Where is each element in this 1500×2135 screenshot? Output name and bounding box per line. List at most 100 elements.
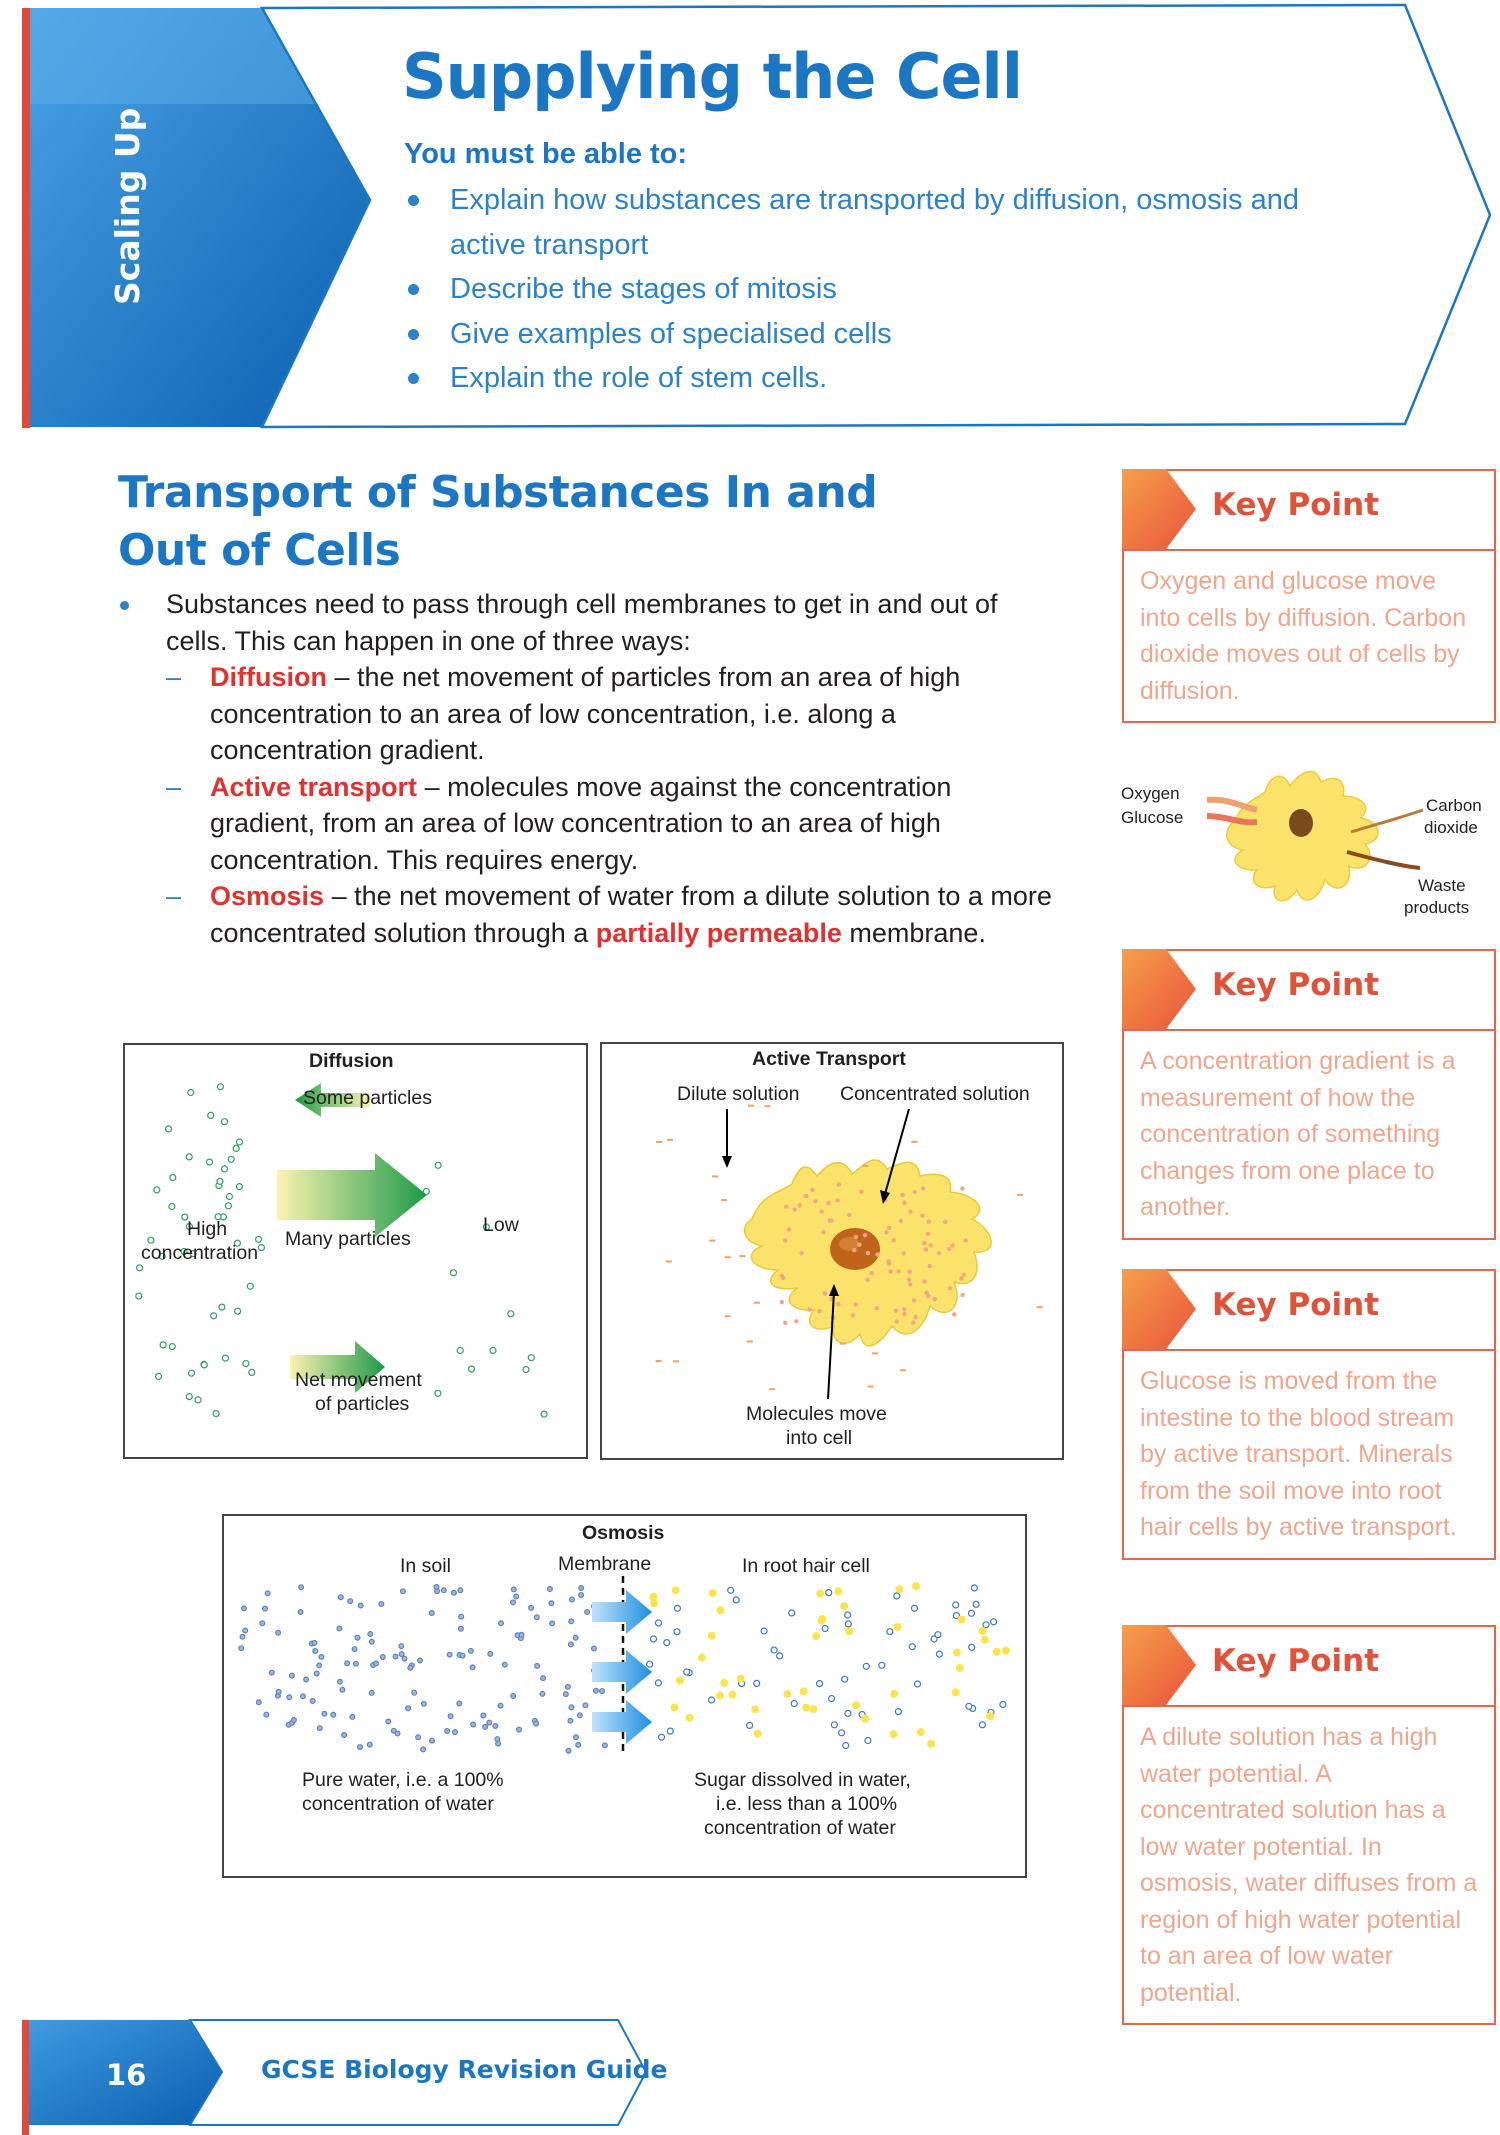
sugar-dot xyxy=(708,1589,717,1598)
water-dot xyxy=(428,1609,435,1616)
must-label: You must be able to: xyxy=(404,138,688,170)
pure-water-label: Pure water, i.e. a 100% xyxy=(302,1769,504,1791)
molecule-dot xyxy=(836,1182,842,1187)
water-dot xyxy=(286,1694,293,1701)
water-dot xyxy=(908,1643,916,1651)
water-dot xyxy=(354,1634,361,1641)
molecule-dot xyxy=(902,1200,907,1205)
particle-dot xyxy=(154,1372,163,1380)
water-dot xyxy=(878,1661,886,1669)
sugar-dot xyxy=(685,1713,694,1722)
particle-dot xyxy=(235,1138,244,1146)
water-dot xyxy=(452,1729,459,1736)
particle-dot xyxy=(158,1252,166,1260)
water-dot xyxy=(567,1641,574,1648)
water-dot xyxy=(297,1608,304,1615)
bullet-icon xyxy=(408,328,419,340)
particle-dot xyxy=(212,1410,220,1418)
water-dot xyxy=(379,1654,386,1661)
water-dot xyxy=(321,1710,328,1717)
water-dot xyxy=(568,1618,575,1625)
sugar-dot xyxy=(802,1703,811,1712)
dash-icon: – xyxy=(166,662,182,692)
molecule-dot xyxy=(902,1311,907,1317)
molecule-dot xyxy=(865,1251,871,1256)
concentrated-solution-label: Concentrated solution xyxy=(840,1083,1030,1105)
molecule-dot xyxy=(810,1187,815,1193)
water-dot xyxy=(239,1633,246,1640)
water-arrow-icon xyxy=(592,1700,652,1744)
molecule-dot xyxy=(813,1199,818,1204)
water-dot xyxy=(398,1651,405,1658)
particle-dot xyxy=(181,1213,189,1221)
sugar-water-label: Sugar dissolved in water, xyxy=(694,1769,911,1791)
water-dot xyxy=(275,1629,282,1636)
dioxide-label: dioxide xyxy=(1424,818,1478,837)
particle-dot xyxy=(482,1223,490,1231)
particle-dot xyxy=(185,1222,194,1231)
water-dot xyxy=(533,1614,540,1621)
particle-dot xyxy=(159,1341,167,1349)
particle-dot xyxy=(527,1354,535,1362)
objective-item: Explain how substances are transported b… xyxy=(404,178,1324,267)
particle-dot xyxy=(257,1244,265,1252)
water-dot xyxy=(935,1650,944,1658)
water-dot xyxy=(316,1725,323,1732)
particle-dot xyxy=(227,1155,235,1163)
particle-dot xyxy=(187,1088,195,1097)
molecule-dot xyxy=(947,1286,953,1291)
water-dot xyxy=(549,1620,556,1627)
key-point-title: Key Point xyxy=(1212,1287,1380,1323)
particle-dot xyxy=(220,1165,229,1173)
molecule-dot xyxy=(836,1302,841,1307)
water-dot xyxy=(313,1670,320,1677)
particle-dot xyxy=(224,1202,233,1210)
particle-dot xyxy=(232,1144,240,1153)
water-dot xyxy=(368,1689,375,1696)
bullet-icon xyxy=(120,601,129,610)
water-dot xyxy=(894,1708,903,1716)
sugar-dot xyxy=(649,1592,658,1601)
particle-dot xyxy=(233,1307,242,1315)
sugar-dot xyxy=(720,1678,729,1687)
water-dot xyxy=(492,1723,499,1730)
water-dot xyxy=(298,1584,305,1591)
water-dot xyxy=(539,1690,546,1697)
water-dot xyxy=(825,1588,833,1597)
particle-dot xyxy=(434,1389,442,1397)
water-dot xyxy=(893,1592,901,1600)
molecule-dot xyxy=(807,1307,812,1312)
water-dot xyxy=(498,1620,505,1627)
water-dot xyxy=(760,1627,768,1635)
water-dot xyxy=(989,1618,998,1626)
sugar-dot xyxy=(799,1687,808,1696)
particle-dot xyxy=(540,1410,548,1418)
molecule-dot xyxy=(900,1192,905,1198)
water-dot xyxy=(753,1679,761,1687)
water-dot xyxy=(351,1646,358,1653)
water-dot xyxy=(673,1628,681,1636)
water-dot xyxy=(534,1662,541,1669)
sugar-dot xyxy=(957,1615,966,1624)
key-point-text: Glucose is moved from the intestine to t… xyxy=(1140,1367,1457,1541)
water-dot xyxy=(952,1601,960,1609)
molecule-dot xyxy=(943,1219,948,1224)
water-dot xyxy=(415,1734,422,1741)
water-dot xyxy=(815,1680,824,1688)
left-arrow-icon xyxy=(295,1083,370,1117)
water-dot xyxy=(357,1602,364,1609)
into-cell-label: into cell xyxy=(786,1427,853,1449)
sugar-dot xyxy=(952,1648,961,1657)
molecule-dot xyxy=(803,1193,808,1199)
key-point-text: A concentration gradient is a measuremen… xyxy=(1140,1047,1456,1221)
water-dot xyxy=(821,1624,829,1633)
sugar-dot xyxy=(955,1664,964,1673)
water-dot xyxy=(528,1604,535,1611)
particle-dot xyxy=(255,1235,263,1243)
nucleus-icon xyxy=(1289,809,1313,837)
particle-dot xyxy=(225,1192,234,1201)
key-point-box: Key Point A dilute solution has a high w… xyxy=(1122,1625,1496,2025)
sugar-dot xyxy=(912,1582,920,1591)
water-dot xyxy=(336,1625,343,1632)
water-dot xyxy=(366,1741,373,1748)
